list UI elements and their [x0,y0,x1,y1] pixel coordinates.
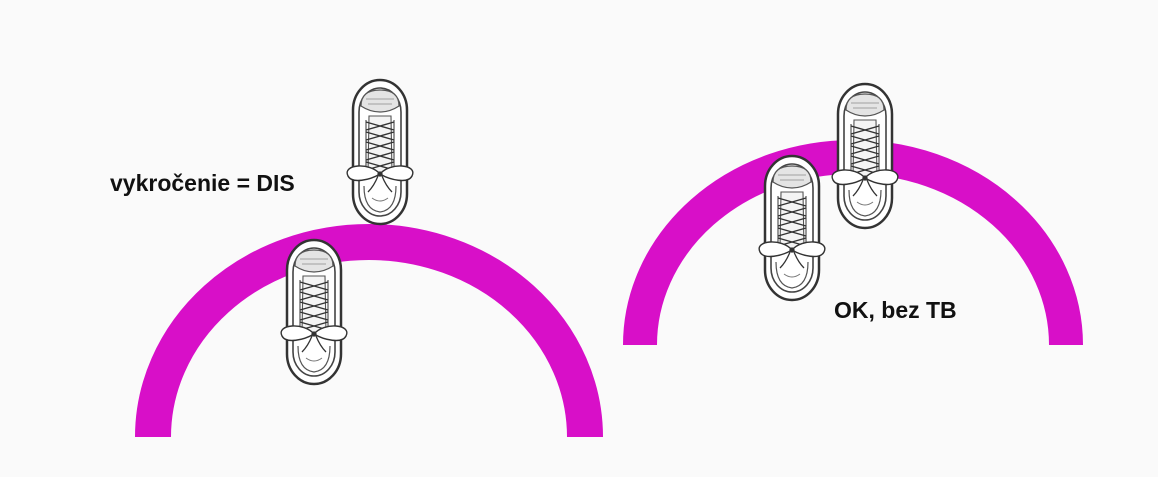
right-back-shoe [759,156,825,300]
left-arc [153,242,585,437]
left-caption: vykročenie = DIS [110,170,295,197]
right-caption: OK, bez TB [834,297,957,324]
right-front-shoe [832,84,898,228]
left-back-shoe [281,240,347,384]
left-front-shoe [347,80,413,224]
